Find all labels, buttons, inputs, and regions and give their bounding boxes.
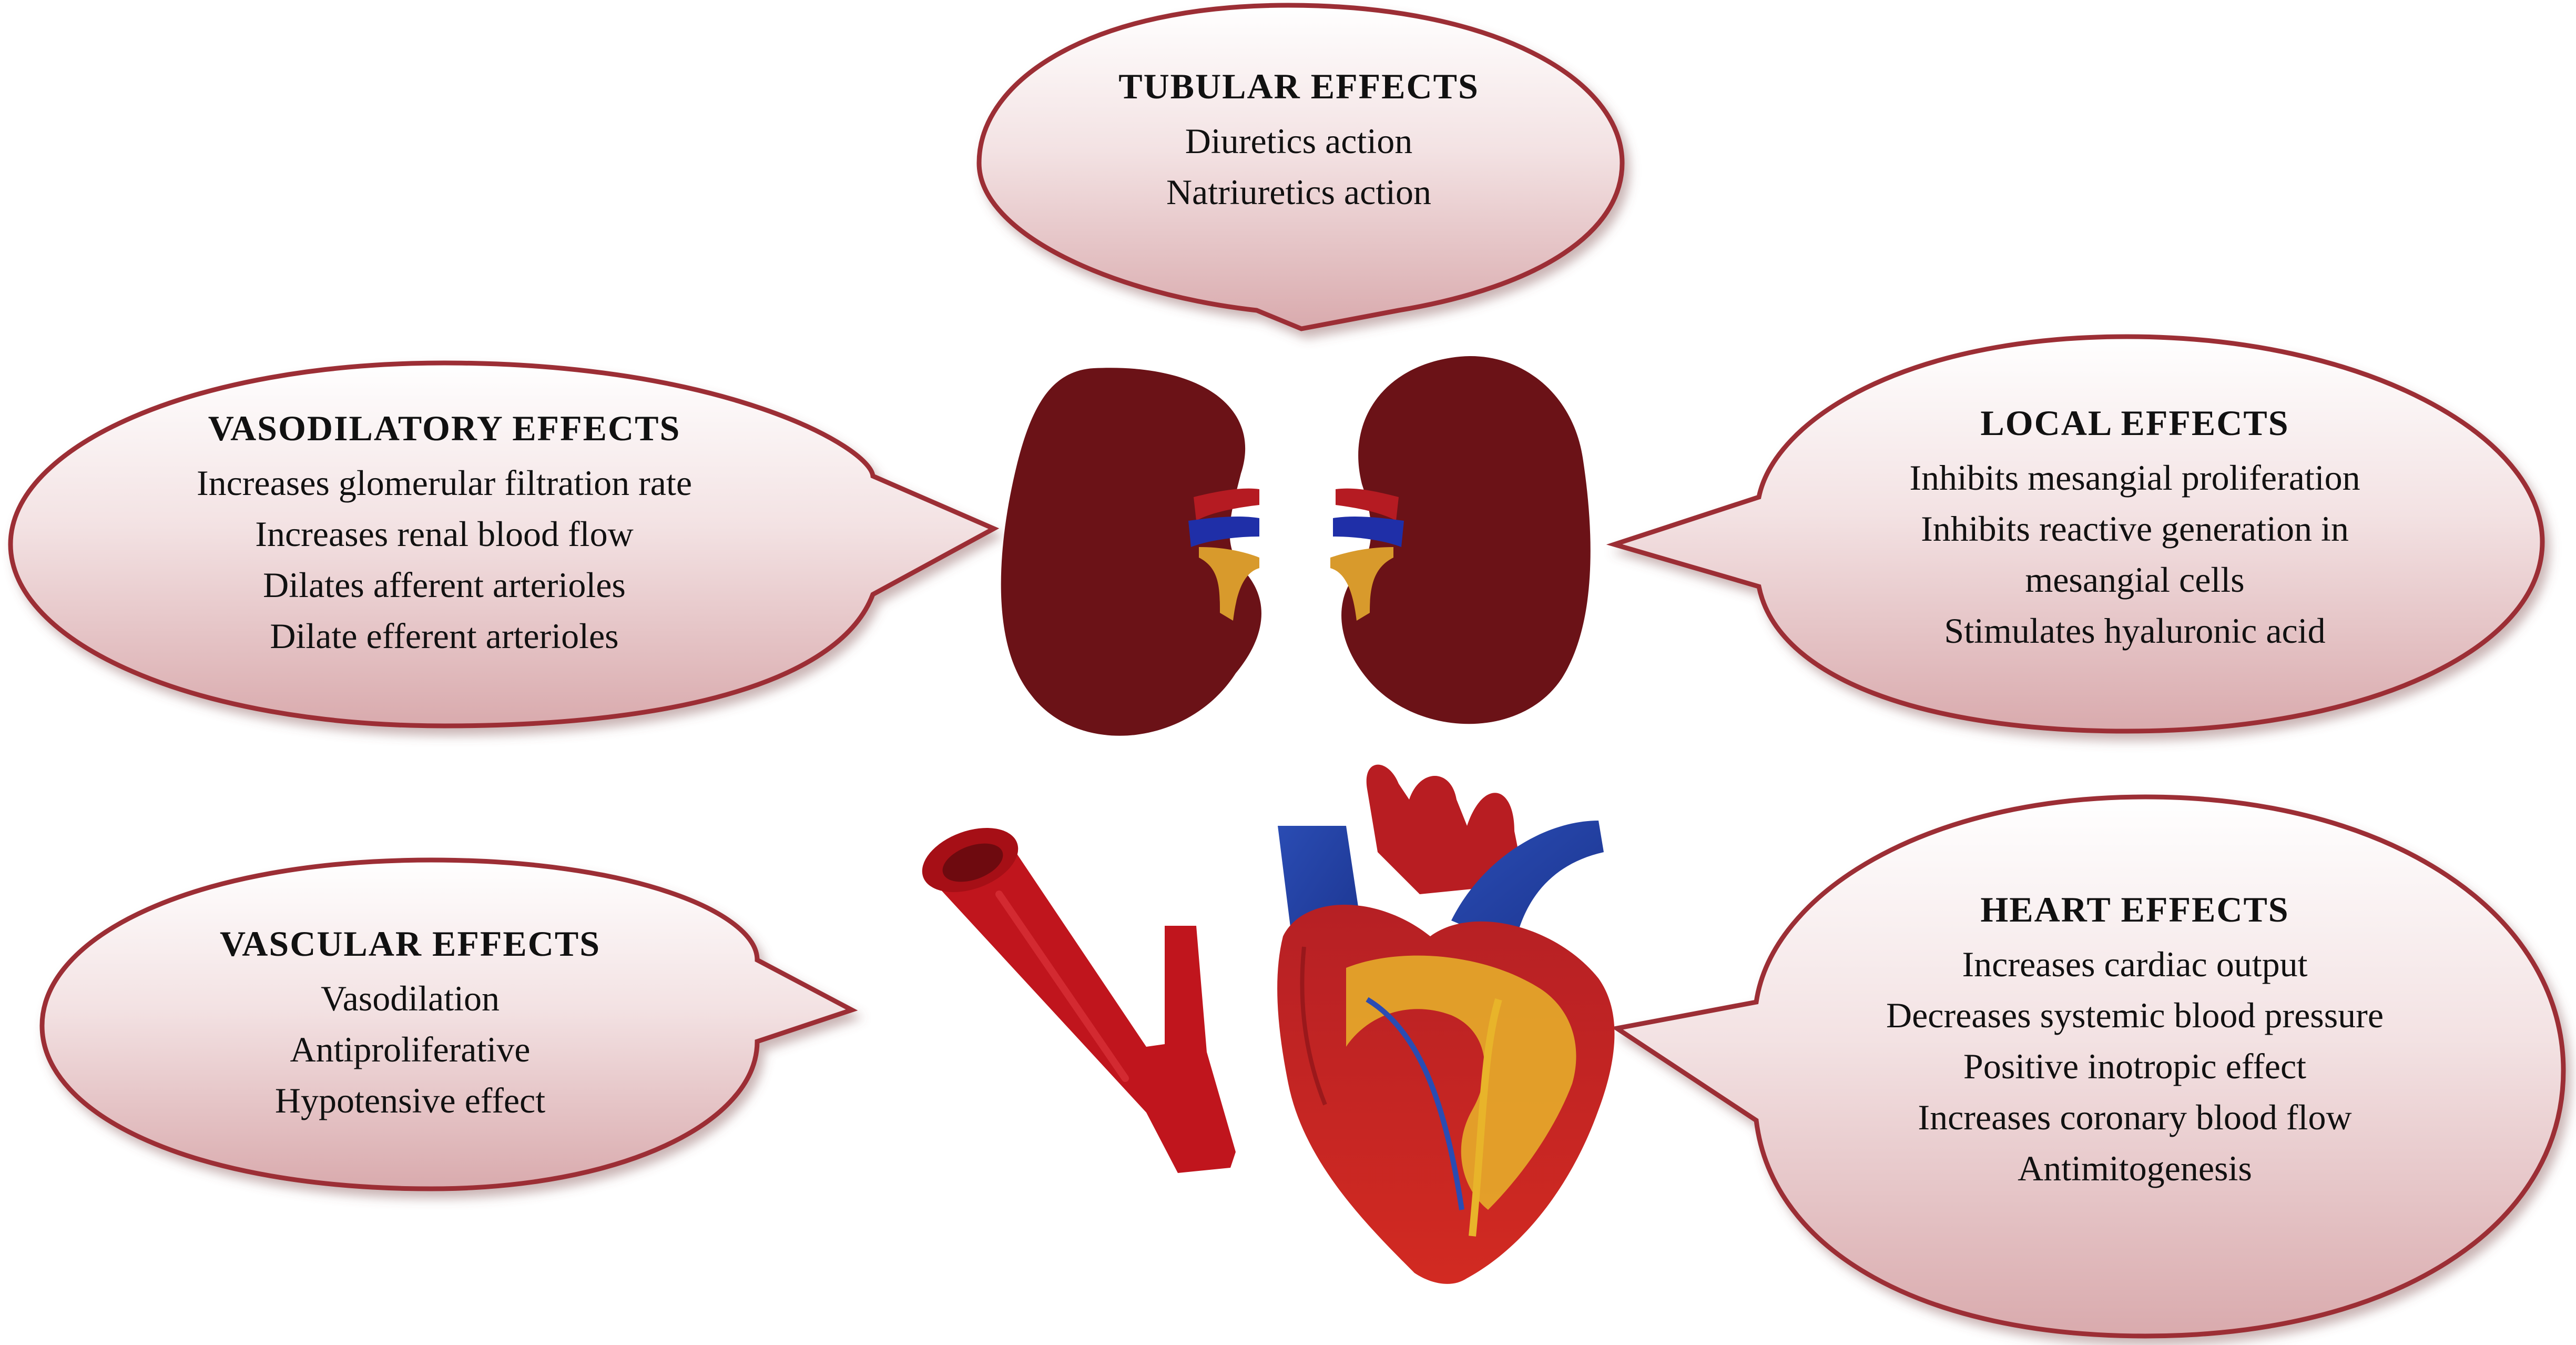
- kidney-left-icon: [1001, 368, 1261, 736]
- vasodilatory-effects-title: VASODILATORY EFFECTS: [208, 408, 681, 448]
- vascular-effects-text: VASCULAR EFFECTS Vasodilation Antiprolif…: [220, 926, 600, 1126]
- list-item: Stimulates hyaluronic acid: [1944, 611, 2326, 651]
- list-item: Increases glomerular filtration rate: [196, 463, 693, 503]
- list-item: Natriuretics action: [1166, 172, 1432, 212]
- list-item: Hypotensive effect: [274, 1080, 546, 1120]
- list-item: Decreases systemic blood pressure: [1886, 995, 2384, 1035]
- tubular-effects-text: TUBULAR EFFECTS Diuretics action Natriur…: [1118, 68, 1479, 218]
- list-item: Dilates afferent arterioles: [263, 565, 626, 605]
- list-item: mesangial cells: [2025, 560, 2245, 600]
- heart-icon: [1277, 764, 1615, 1284]
- blood-vessel-icon: [922, 827, 1236, 1173]
- vascular-effects-title: VASCULAR EFFECTS: [219, 924, 601, 964]
- list-item: Diuretics action: [1185, 121, 1413, 161]
- vasodilatory-effects-text: VASODILATORY EFFECTS Increases glomerula…: [197, 410, 692, 662]
- list-item: Positive inotropic effect: [1963, 1046, 2307, 1086]
- tubular-effects-bubble: [976, 3, 1625, 331]
- local-effects-text: LOCAL EFFECTS Inhibits mesangial prolife…: [1909, 405, 2360, 656]
- list-item: Inhibits reactive generation in: [1921, 509, 2349, 549]
- local-effects-list: Inhibits mesangial proliferation Inhibit…: [1909, 452, 2360, 656]
- list-item: Vasodilation: [321, 978, 500, 1018]
- vascular-effects-bubble: [39, 857, 858, 1191]
- heart-effects-title: HEART EFFECTS: [1980, 889, 2289, 929]
- list-item: Increases cardiac output: [1962, 944, 2308, 984]
- tubular-effects-list: Diuretics action Natriuretics action: [1118, 116, 1479, 218]
- list-item: Antimitogenesis: [2018, 1148, 2252, 1188]
- vasodilatory-effects-bubble: [8, 360, 1000, 729]
- list-item: Dilate efferent arterioles: [270, 616, 619, 656]
- heart-effects-text: HEART EFFECTS Increases cardiac output D…: [1886, 892, 2384, 1194]
- local-effects-bubble: [1606, 334, 2545, 734]
- heart-effects-bubble: [1611, 794, 2566, 1339]
- vascular-effects-list: Vasodilation Antiproliferative Hypotensi…: [220, 973, 600, 1126]
- list-item: Increases renal blood flow: [255, 514, 634, 554]
- local-effects-title: LOCAL EFFECTS: [1980, 403, 2289, 443]
- kidney-right-icon: [1330, 356, 1591, 724]
- list-item: Inhibits mesangial proliferation: [1909, 458, 2360, 498]
- list-item: Antiproliferative: [290, 1029, 531, 1069]
- list-item: Increases coronary blood flow: [1918, 1097, 2352, 1137]
- vasodilatory-effects-list: Increases glomerular filtration rate Inc…: [197, 458, 692, 662]
- heart-effects-list: Increases cardiac output Decreases syste…: [1886, 939, 2384, 1194]
- tubular-effects-title: TUBULAR EFFECTS: [1118, 66, 1479, 106]
